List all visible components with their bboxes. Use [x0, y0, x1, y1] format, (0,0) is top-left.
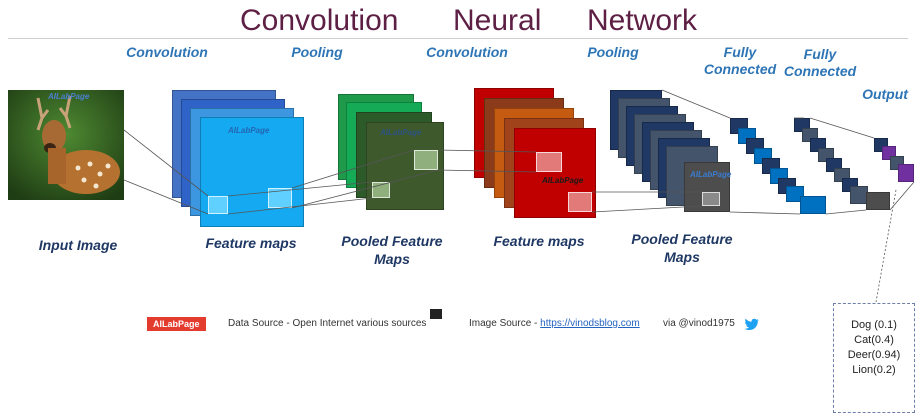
title-divider	[8, 38, 908, 39]
watermark-conv2: AILabPage	[542, 176, 584, 185]
watermark-pool1: AILabPage	[380, 128, 422, 137]
caption-pooled-feature-maps-1: Pooled Feature Maps	[341, 233, 443, 267]
title-neural: Neural	[453, 4, 542, 37]
stage-label-convolution-2: Convolution	[426, 44, 508, 60]
conv1-patch-1	[208, 196, 228, 214]
footer-image-source-label: Image Source -	[469, 318, 538, 329]
footer-image-source: Image Source - https://vinodsblog.com	[469, 318, 640, 329]
prediction-deer: Deer(0.94)	[847, 349, 901, 361]
fc1-cell-8	[786, 186, 804, 202]
output-cell-4	[898, 164, 914, 182]
conv1-map-4	[200, 117, 304, 227]
pool2-patch-1	[702, 192, 720, 206]
caption-pooled-feature-maps-2: Pooled Feature Maps	[631, 231, 733, 265]
caption-input-image: Input Image	[38, 237, 118, 253]
connection-lines	[123, 89, 915, 303]
pool1-patch-2	[414, 150, 438, 170]
watermark-pool2: AILabPage	[690, 170, 732, 179]
stage-label-fully-connected-2: Fully Connected	[783, 46, 857, 79]
footer-data-source: Data Source - Open Internet various sour…	[228, 318, 427, 329]
stage-label-pooling-1: Pooling	[291, 44, 343, 60]
watermark-input: AILabPage	[48, 92, 90, 101]
ailabpage-logo: AILabPage	[147, 317, 206, 331]
conv2-patch-1	[536, 152, 562, 172]
twitter-bird-icon[interactable]	[744, 318, 760, 330]
deer-image	[8, 90, 124, 200]
prediction-dog: Dog (0.1)	[851, 319, 897, 331]
output-predictions-box: Dog (0.1) Cat(0.4) Deer(0.94) Lion(0.2)	[833, 303, 915, 413]
title-network: Network	[587, 4, 698, 37]
title-convolution: Convolution	[240, 4, 399, 37]
stage-label-output: Output	[862, 86, 908, 102]
footer-via: via @vinod1975	[663, 318, 735, 329]
stage-label-convolution-1: Convolution	[126, 44, 208, 60]
watermark-conv1: AILabPage	[228, 126, 270, 135]
input-image: AILabPage	[8, 90, 124, 200]
caption-feature-maps-1: Feature maps	[205, 235, 297, 251]
fc2-cell-9	[866, 192, 890, 210]
footer-image-source-link[interactable]: https://vinodsblog.com	[540, 318, 640, 329]
caption-feature-maps-2: Feature maps	[493, 233, 585, 249]
footer-square-icon	[430, 309, 442, 319]
conv1-patch-2	[268, 188, 292, 208]
fc1-cell-9	[800, 196, 826, 214]
conv2-patch-2	[568, 192, 592, 212]
stage-label-fully-connected-1: Fully Connected	[703, 44, 777, 77]
prediction-lion: Lion(0.2)	[852, 364, 896, 376]
prediction-cat: Cat(0.4)	[854, 334, 894, 346]
stage-label-pooling-2: Pooling	[587, 44, 639, 60]
